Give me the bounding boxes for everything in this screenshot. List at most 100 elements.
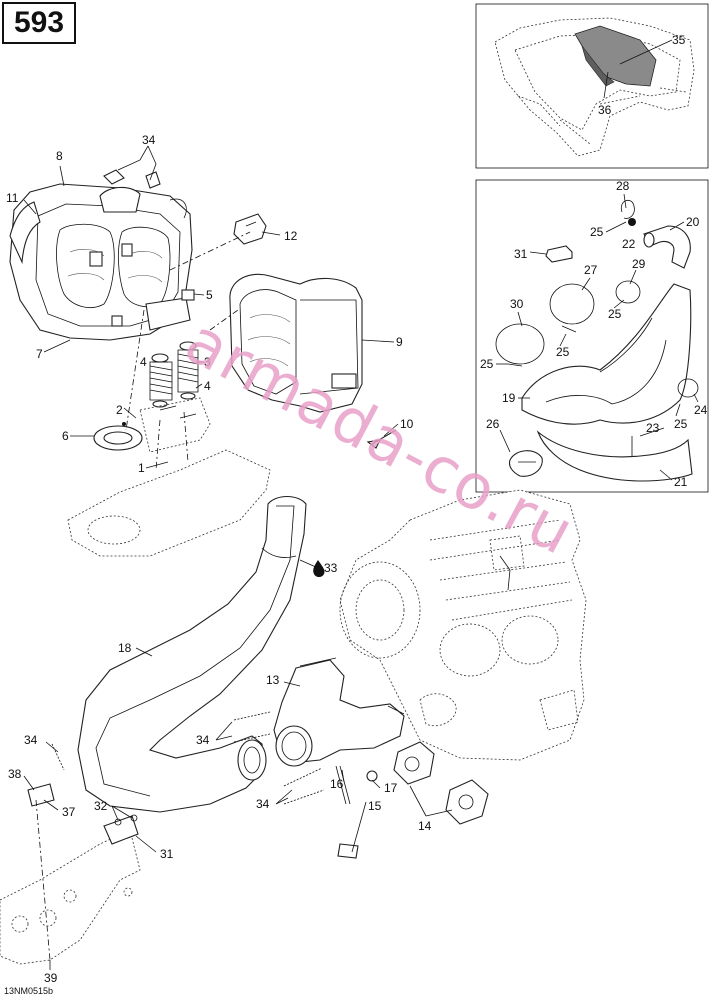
callout-2: 2: [116, 403, 123, 417]
screw-10-shape: [366, 429, 397, 449]
leader-line: [361, 339, 395, 343]
leader-line: [529, 251, 547, 255]
callout-labels: 35 36 34 8 11 12 5 7 9 4 3 4 2 6 10 1 28…: [6, 33, 708, 985]
leader-line: [675, 403, 681, 417]
callout-24: 24: [694, 403, 708, 417]
screw-2-icon: [122, 422, 126, 426]
callout-12: 12: [284, 229, 298, 243]
leader-line: [559, 333, 567, 347]
exhaust-manifold-illustration: [273, 657, 405, 767]
leader-line: [639, 427, 665, 437]
leader-line: [145, 461, 169, 469]
leader-line: [613, 299, 625, 309]
callout-26: 26: [486, 417, 500, 431]
leader-line: [275, 789, 293, 805]
document-code: 13NM0515b: [4, 986, 54, 996]
callout-19: 19: [502, 391, 516, 405]
callout-25: 25: [590, 225, 604, 239]
gasket-14b-shape: [445, 779, 489, 825]
leader-lines: [23, 39, 699, 970]
leader-line: [603, 71, 609, 99]
leader-line: [195, 383, 203, 389]
leader-line: [45, 741, 59, 753]
callout-37: 37: [62, 805, 76, 819]
callout-3: 3: [204, 355, 211, 369]
leader-line: [117, 145, 157, 181]
callout-27: 27: [584, 263, 598, 277]
engine-illustration: [339, 489, 587, 761]
callout-28: 28: [616, 179, 630, 193]
leader-line: [517, 311, 523, 327]
leader-line: [351, 801, 367, 853]
leader-line: [111, 805, 133, 821]
inset-box-top: [475, 3, 709, 169]
callout-36: 36: [598, 103, 612, 117]
callout-34: 34: [256, 797, 270, 811]
callout-34: 34: [24, 733, 38, 747]
leader-line: [371, 779, 381, 789]
callout-38: 38: [8, 767, 22, 781]
leader-line: [43, 799, 59, 811]
callout-32: 32: [94, 799, 108, 813]
part-12-shape: [233, 213, 267, 245]
callout-18: 18: [118, 641, 132, 655]
callout-25: 25: [480, 357, 494, 371]
callout-5: 5: [206, 288, 213, 302]
callout-31: 31: [514, 247, 528, 261]
leader-line: [581, 277, 591, 291]
air-silencer-illustration: [9, 169, 193, 341]
callout-35: 35: [672, 33, 686, 47]
spring-34b-shape: [233, 711, 271, 721]
callout-1: 1: [138, 461, 145, 475]
leader-line: [693, 393, 699, 403]
callout-30: 30: [510, 297, 524, 311]
callout-6: 6: [62, 429, 69, 443]
bracket-31b-shape: [103, 815, 139, 845]
leader-line: [43, 339, 71, 353]
leader-line: [669, 221, 685, 231]
callout-11: 11: [6, 191, 19, 205]
bracket-37-shape: [27, 783, 55, 807]
leader-line: [383, 423, 399, 437]
callout-25: 25: [556, 345, 570, 359]
callout-7: 7: [36, 347, 43, 361]
leader-line: [59, 165, 65, 187]
callout-22: 22: [622, 237, 636, 251]
leader-line: [261, 231, 281, 236]
callout-21: 21: [674, 475, 688, 489]
callout-29: 29: [632, 257, 646, 271]
leader-line: [623, 193, 627, 209]
muffler-inset-illustration: [495, 199, 699, 482]
callout-8: 8: [56, 149, 63, 163]
lubricant-drop-icon: [313, 560, 325, 577]
callout-20: 20: [686, 215, 700, 229]
leader-line: [23, 199, 37, 215]
leader-line: [629, 269, 637, 285]
callout-9: 9: [396, 335, 403, 349]
silencer-cover-illustration: [229, 273, 363, 413]
callout-17: 17: [384, 781, 398, 795]
leader-line: [123, 407, 137, 419]
callout-25: 25: [608, 307, 622, 321]
belly-pan-illustration: [494, 17, 695, 157]
callout-23: 23: [646, 421, 660, 435]
callout-34: 34: [196, 733, 210, 747]
callout-31: 31: [160, 847, 174, 861]
callout-33: 33: [324, 561, 338, 575]
callout-4: 4: [140, 355, 147, 369]
leader-line: [341, 769, 345, 783]
callout-16: 16: [330, 777, 344, 791]
leader-line: [135, 647, 153, 657]
callout-34: 34: [142, 133, 156, 147]
callout-14: 14: [418, 819, 432, 833]
callout-13: 13: [266, 673, 280, 687]
leader-line: [619, 39, 673, 65]
frame-bracket-dashed: [0, 829, 141, 965]
inset-box-muffler: [475, 179, 709, 493]
leader-line: [659, 469, 673, 481]
mounting-springs: [149, 289, 199, 408]
gasket-14a-shape: [393, 741, 435, 785]
bolt-16-shape: [335, 765, 351, 805]
